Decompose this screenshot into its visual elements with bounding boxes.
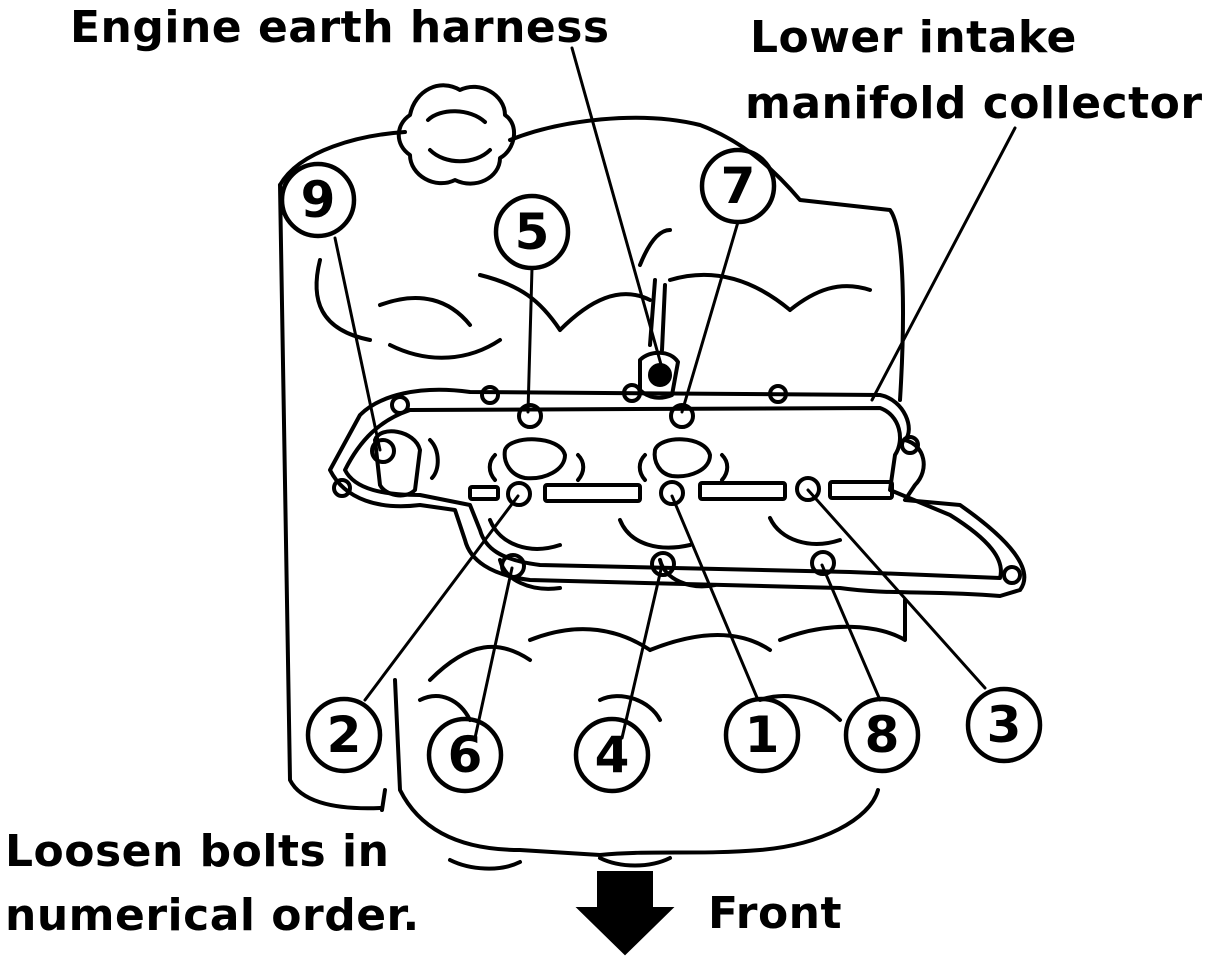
- bolt-heads: [370, 403, 836, 579]
- label-lower-intake-line1: Lower intake: [750, 12, 1077, 63]
- bolt-number-7: 7: [721, 157, 756, 215]
- label-front: Front: [708, 888, 843, 939]
- bolt-number-9: 9: [301, 171, 336, 229]
- engine-block-top: [278, 115, 905, 402]
- front-arrow-icon: [575, 871, 675, 956]
- bolt-number-3: 3: [987, 696, 1022, 754]
- label-instruction-line1: Loosen bolts in: [5, 826, 390, 877]
- bolt-number-5: 5: [515, 203, 550, 261]
- oil-filler-cap: [396, 83, 516, 186]
- engine-block-left: [278, 183, 382, 811]
- engine-block-lower: [393, 678, 880, 857]
- label-instruction-line2: numerical order.: [5, 890, 420, 941]
- bolt-number-8: 8: [865, 706, 900, 764]
- label-lower-intake-line2: manifold collector: [745, 78, 1203, 129]
- bolt-number-2: 2: [327, 706, 362, 764]
- bolt-number-6: 6: [448, 726, 483, 784]
- collector-gasket: [328, 387, 1027, 598]
- bolt-number-4: 4: [595, 726, 630, 784]
- label-engine-earth-harness: Engine earth harness: [70, 2, 610, 53]
- bolt-number-1: 1: [745, 706, 780, 764]
